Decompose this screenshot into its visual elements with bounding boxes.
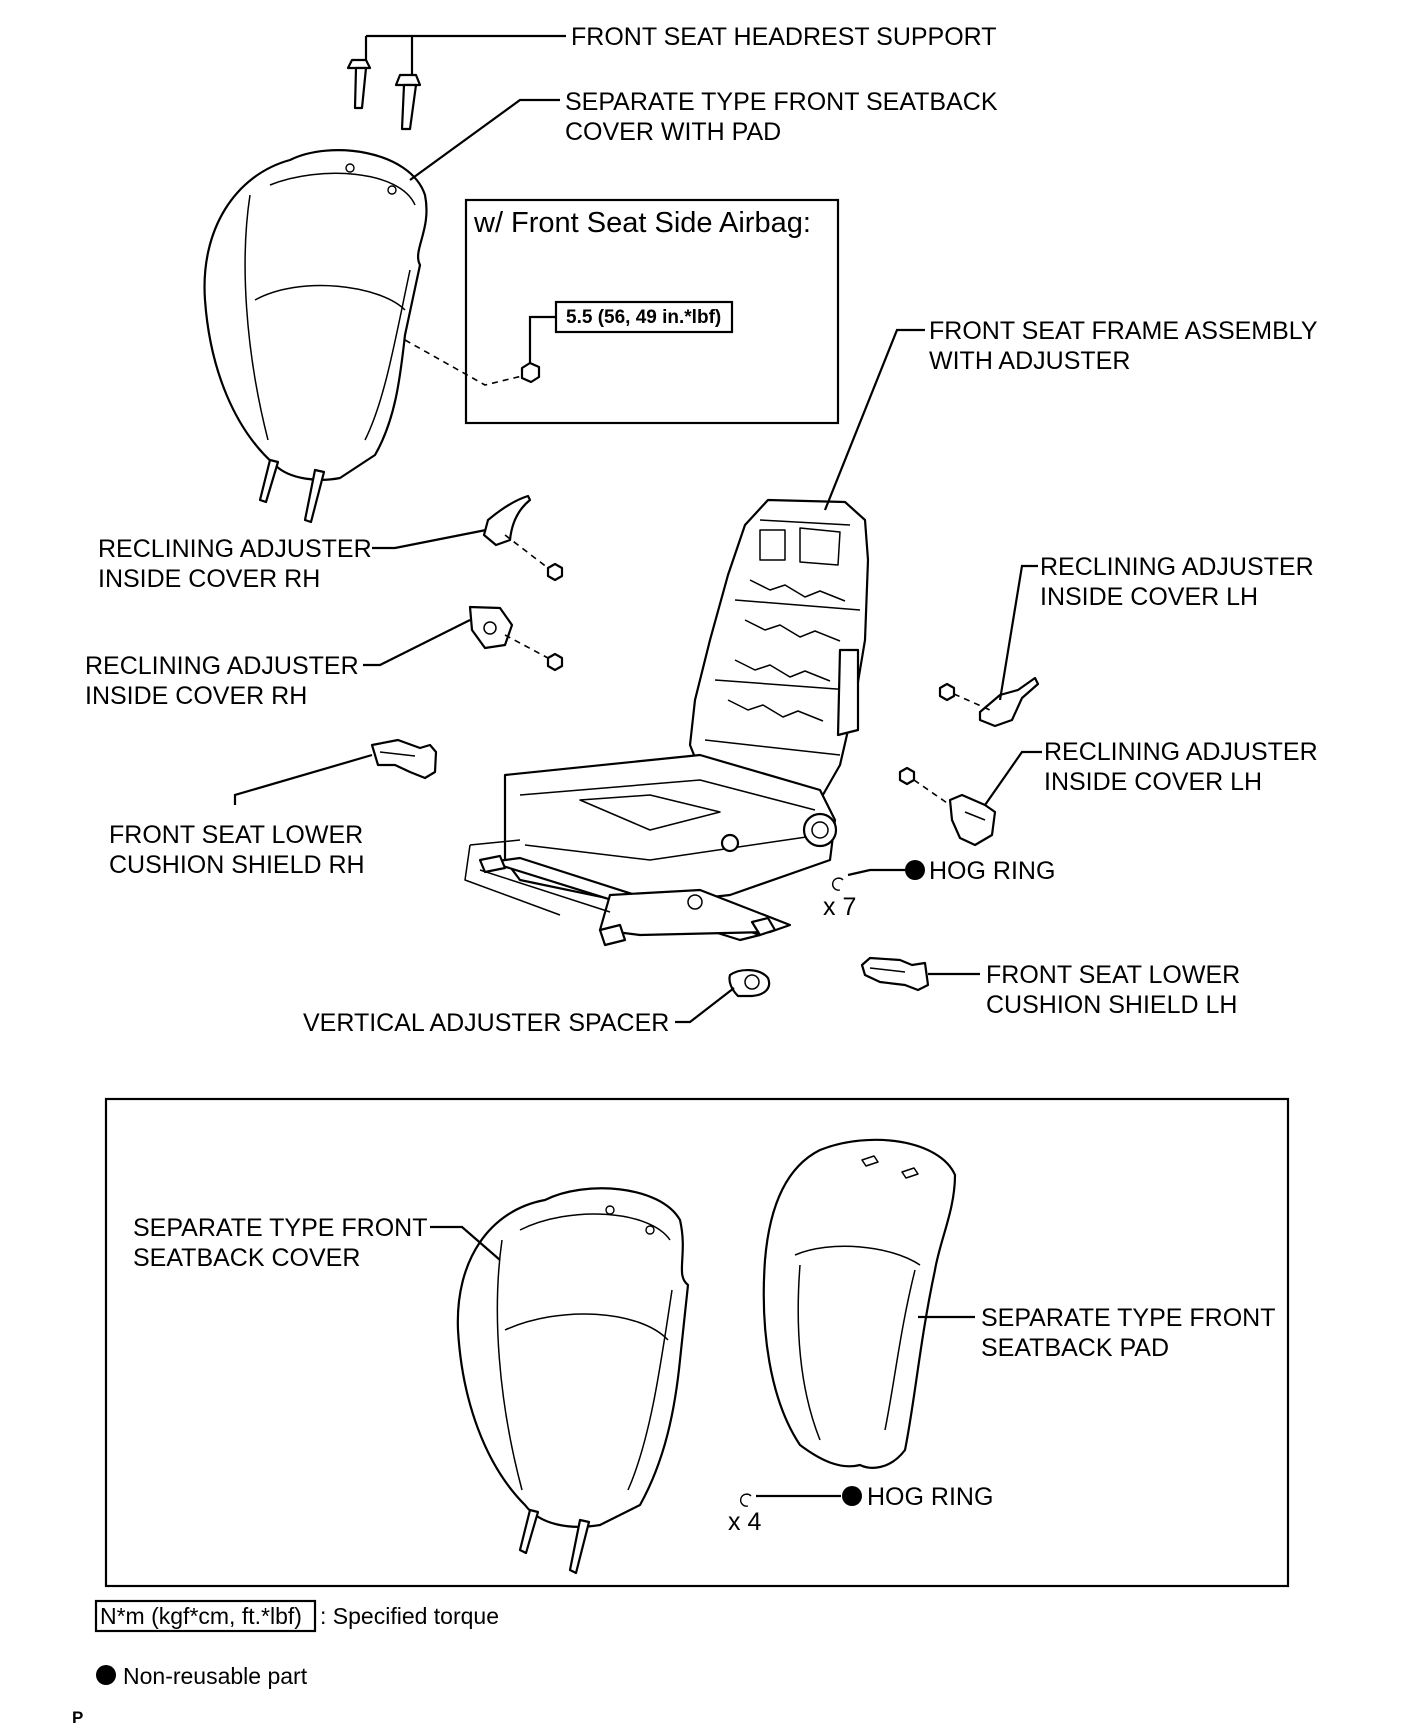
seatback-pad <box>762 1138 957 1469</box>
torque-leader <box>528 315 556 368</box>
shield-rh-label-2: CUSHION SHIELD RH <box>109 851 365 879</box>
seatback-cover-leader <box>430 1225 501 1261</box>
vertical-spacer-label: VERTICAL ADJUSTER SPACER <box>303 1009 669 1037</box>
shield-rh-leader <box>233 753 373 805</box>
seatback-with-pad-label-2: COVER WITH PAD <box>565 118 781 146</box>
recl-lh-upper-label-2: INSIDE COVER LH <box>1040 583 1258 611</box>
non-reusable-dot-icon-lower <box>842 1486 862 1506</box>
lh-lower-leader <box>984 750 1042 806</box>
frame-assembly-label-2: WITH ADJUSTER <box>929 347 1130 375</box>
vertical-adjuster-spacer <box>728 969 771 998</box>
seatback-cover-with-pad <box>203 149 428 524</box>
torque-legend-box <box>94 1599 317 1633</box>
non-reusable-legend-dot-icon <box>96 1665 116 1685</box>
rh-upper-dashed-line <box>504 534 549 569</box>
hog-ring-icon-upper <box>832 877 844 891</box>
airbag-nut-dashed-line <box>404 339 523 386</box>
seatback-cover-label-1: SEPARATE TYPE FRONT <box>133 1214 428 1242</box>
lower-cushion-shield-rh <box>370 738 438 780</box>
airbag-inset-box <box>464 198 840 425</box>
hog-ring-upper-label: HOG RING <box>929 857 1055 885</box>
frame-assembly-label-1: FRONT SEAT FRAME ASSEMBLY <box>929 317 1318 345</box>
hog-ring-lower-label: HOG RING <box>867 1483 993 1511</box>
torque-legend-unit: N*m (kgf*cm, ft.*lbf) <box>100 1603 302 1629</box>
lh-lower-dashed-line <box>913 779 951 806</box>
recl-rh-upper-label-2: INSIDE COVER RH <box>98 565 320 593</box>
rh-lower-dashed-line <box>504 634 549 659</box>
seatback-pad-label-1: SEPARATE TYPE FRONT <box>981 1304 1276 1332</box>
lh-upper-leader <box>998 564 1038 701</box>
seatback-pad-label-2: SEATBACK PAD <box>981 1334 1169 1362</box>
page-mark: P <box>72 1708 83 1727</box>
recl-lh-lower-label-2: INSIDE COVER LH <box>1044 768 1262 796</box>
non-reusable-legend-desc: Non-reusable part <box>123 1663 308 1689</box>
headrest-support-pins <box>346 58 422 131</box>
reclining-cover-lh-lower <box>898 766 997 847</box>
torque-spec-value: 5.5 (56, 49 in.*lbf) <box>566 307 721 328</box>
rh-upper-leader <box>372 528 487 550</box>
hog-ring-upper-leader <box>847 868 905 877</box>
shield-rh-label-1: FRONT SEAT LOWER <box>109 821 363 849</box>
seat-frame-assembly <box>464 498 870 947</box>
seatback-cover <box>456 1187 690 1575</box>
shield-lh-label-1: FRONT SEAT LOWER <box>986 961 1240 989</box>
hog-ring-upper-qty: x 7 <box>823 893 856 921</box>
reclining-cover-lh-upper <box>938 676 1040 728</box>
headrest-support-label: FRONT SEAT HEADREST SUPPORT <box>571 23 997 51</box>
seatback-with-pad-label-1: SEPARATE TYPE FRONT SEATBACK <box>565 88 998 116</box>
non-reusable-dot-icon-upper <box>905 860 925 880</box>
torque-legend-desc: : Specified torque <box>320 1603 499 1629</box>
seatback-with-pad-leader <box>409 98 560 181</box>
recl-lh-lower-label-1: RECLINING ADJUSTER <box>1044 738 1318 766</box>
frame-assembly-leader <box>823 328 925 511</box>
airbag-nut <box>520 361 541 384</box>
airbag-box-title: w/ Front Seat Side Airbag: <box>473 207 811 239</box>
seatback-cover-label-2: SEATBACK COVER <box>133 1244 360 1272</box>
headrest-support-leader <box>364 34 566 75</box>
hog-ring-icon-lower <box>740 1493 752 1507</box>
lh-upper-dashed-line <box>953 693 991 711</box>
rh-lower-leader <box>363 619 471 667</box>
recl-rh-lower-label-2: INSIDE COVER RH <box>85 682 307 710</box>
spacer-leader <box>675 987 735 1024</box>
reclining-cover-rh-lower <box>468 605 564 672</box>
recl-lh-upper-label-1: RECLINING ADJUSTER <box>1040 553 1314 581</box>
hog-ring-lower-qty: x 4 <box>728 1508 761 1536</box>
recl-rh-upper-label-1: RECLINING ADJUSTER <box>98 535 372 563</box>
recl-rh-lower-label-1: RECLINING ADJUSTER <box>85 652 359 680</box>
shield-lh-label-2: CUSHION SHIELD LH <box>986 991 1237 1019</box>
lower-cushion-shield-lh <box>860 956 930 992</box>
reclining-cover-rh-upper <box>482 494 564 582</box>
seatback-detail-box <box>104 1097 1290 1588</box>
